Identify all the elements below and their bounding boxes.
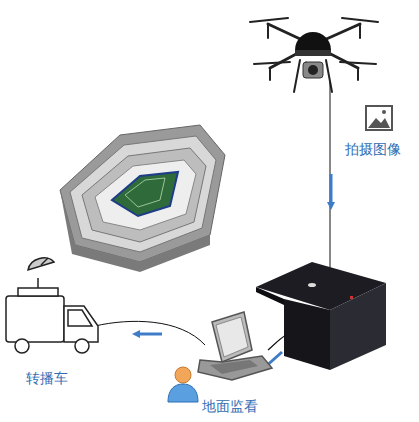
person-icon	[168, 367, 198, 402]
laptop	[198, 312, 272, 380]
cable	[268, 335, 286, 350]
flow-arrow	[330, 174, 333, 206]
caption-label: 转播车	[26, 370, 68, 387]
caption-label: 拍摄图像	[345, 141, 401, 158]
cable	[95, 321, 205, 345]
drone	[250, 18, 378, 92]
tether-box	[256, 262, 386, 370]
flow-arrow	[136, 333, 162, 336]
stadium	[60, 125, 225, 272]
broadcast-truck	[6, 258, 98, 353]
tether-line	[330, 82, 331, 268]
image-icon	[366, 106, 392, 130]
caption-label: 地面监看	[202, 398, 258, 415]
